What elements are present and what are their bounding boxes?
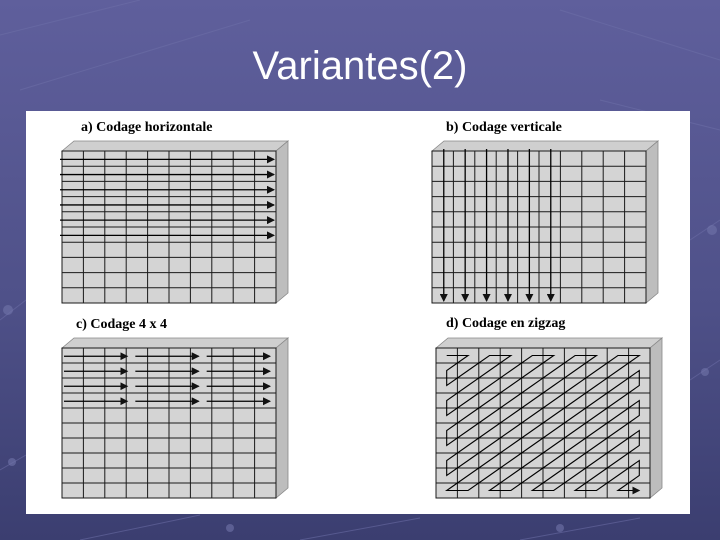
panel-c-top-face [60,337,290,349]
scan-order-figure: a) Codage horizontale b) Codage vertical… [26,111,690,514]
panel-c-block-scan [60,337,290,499]
panel-d-top-face [434,337,664,349]
panel-a-caption: a) Codage horizontale [81,120,213,135]
scan-order-diagram [60,140,664,499]
slide-title: Variantes(2) [252,44,468,88]
panel-a-top-face [60,140,290,152]
panel-a-horizontal-scan [60,140,290,304]
panel-b-top-face [430,140,660,152]
panel-b-side-face [645,140,659,304]
panel-a-side-face [275,140,289,304]
panel-b-vertical-scan [430,140,660,304]
panel-d-caption: d) Codage en zigzag [446,316,566,331]
panel-d-side-face [649,337,663,499]
panel-c-side-face [275,337,289,499]
panel-b-caption: b) Codage verticale [446,120,562,135]
panel-d-zigzag-scan [434,337,664,499]
zigzag-scan-path [444,354,642,495]
panel-c-caption: c) Codage 4 x 4 [76,317,167,332]
